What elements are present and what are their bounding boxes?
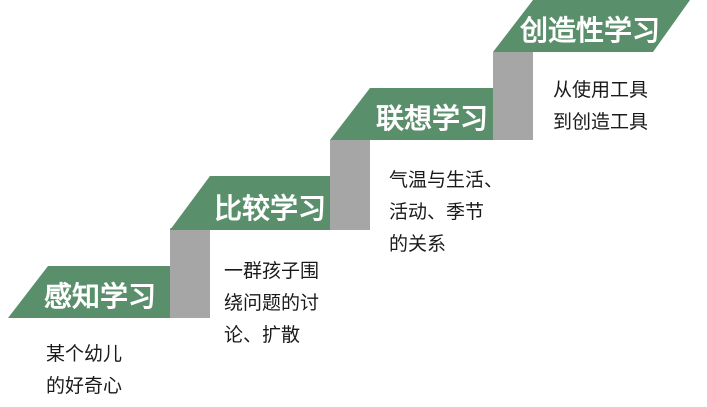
step-top-2 [170,176,330,230]
step-title-3: 联想学习 [376,102,488,135]
step-riser-2 [330,140,370,230]
step-top-3 [330,88,493,140]
step-desc-3-line-2: 活动、季节 [389,201,485,223]
step-desc-3-line-3: 的关系 [389,233,447,255]
step-desc-4: 从使用工具 到创造工具 [553,74,648,138]
step-desc-3: 气温与生活、 活动、季节 的关系 [389,164,503,260]
step-riser-3 [493,52,533,140]
step-desc-1-line-2: 的好奇心 [46,375,123,397]
step-desc-2: 一群孩子围 绕问题的讨 论、扩散 [224,255,319,351]
step-top-1 [8,266,170,318]
step-title-4: 创造性学习 [519,14,660,47]
step-desc-2-line-3: 论、扩散 [224,324,301,346]
step-desc-1-line-1: 某个幼儿 [46,343,123,365]
step-desc-4-line-2: 到创造工具 [553,111,649,133]
step-desc-3-line-1: 气温与生活、 [389,169,504,191]
step-desc-2-line-1: 一群孩子围 [224,260,320,282]
step-desc-2-line-2: 绕问题的讨 [224,292,320,314]
step-riser-1 [170,228,210,318]
step-desc-1: 某个幼儿 的好奇心 [46,338,122,402]
step-title-2: 比较学习 [214,192,326,225]
step-top-4 [493,0,690,52]
step-title-1: 感知学习 [44,280,156,313]
step-desc-4-line-1: 从使用工具 [553,79,649,101]
